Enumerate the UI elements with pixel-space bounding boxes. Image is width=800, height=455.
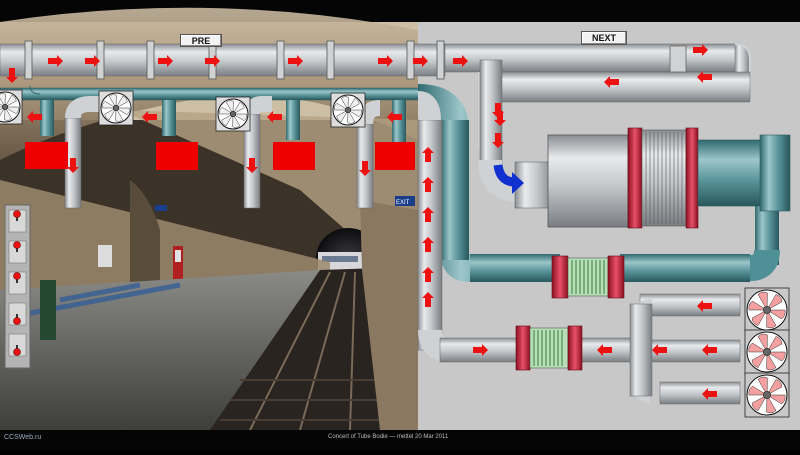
- blue-return-arrow: [493, 164, 524, 194]
- supply-drops: [64, 96, 381, 209]
- lever-4[interactable]: [8, 302, 27, 326]
- right-fan-1: [744, 287, 790, 333]
- prev-button[interactable]: PRE: [180, 34, 222, 47]
- air-handling-unit: [514, 127, 791, 229]
- lever-2[interactable]: [8, 240, 27, 264]
- top-fan-2: [98, 90, 134, 126]
- lever-panel: [4, 204, 31, 369]
- lever-3[interactable]: [8, 271, 27, 295]
- expansion-joint-bottom: [515, 325, 583, 371]
- right-fan-2: [744, 329, 790, 375]
- top-fan-4: [330, 92, 366, 128]
- damper-box-1: [25, 142, 68, 169]
- damper-box-4: [375, 142, 415, 170]
- lever-5[interactable]: [8, 333, 27, 357]
- right-fans: [744, 287, 790, 418]
- exit-sign-text: EXIT: [396, 200, 410, 206]
- top-fan-3: [215, 96, 251, 132]
- right-fan-3: [744, 372, 790, 418]
- damper-box-2: [156, 142, 198, 170]
- teal-riser: [417, 84, 780, 282]
- damper-boxes: [25, 142, 415, 170]
- status-right-text: Concert of Tube Bodie — mettel 20 Mar 20…: [328, 434, 449, 440]
- top-fan-1: [0, 89, 23, 125]
- expansion-joint-teal: [551, 255, 625, 299]
- damper-box-3: [273, 142, 315, 170]
- supply-duct-top: [0, 40, 446, 80]
- top-fans: [0, 89, 366, 132]
- lever-1[interactable]: [8, 209, 27, 233]
- next-button[interactable]: NEXT: [581, 31, 627, 45]
- status-bar: CCSWeb.ru Concert of Tube Bodie — mettel…: [0, 430, 800, 450]
- status-left-text: CCSWeb.ru: [4, 434, 42, 441]
